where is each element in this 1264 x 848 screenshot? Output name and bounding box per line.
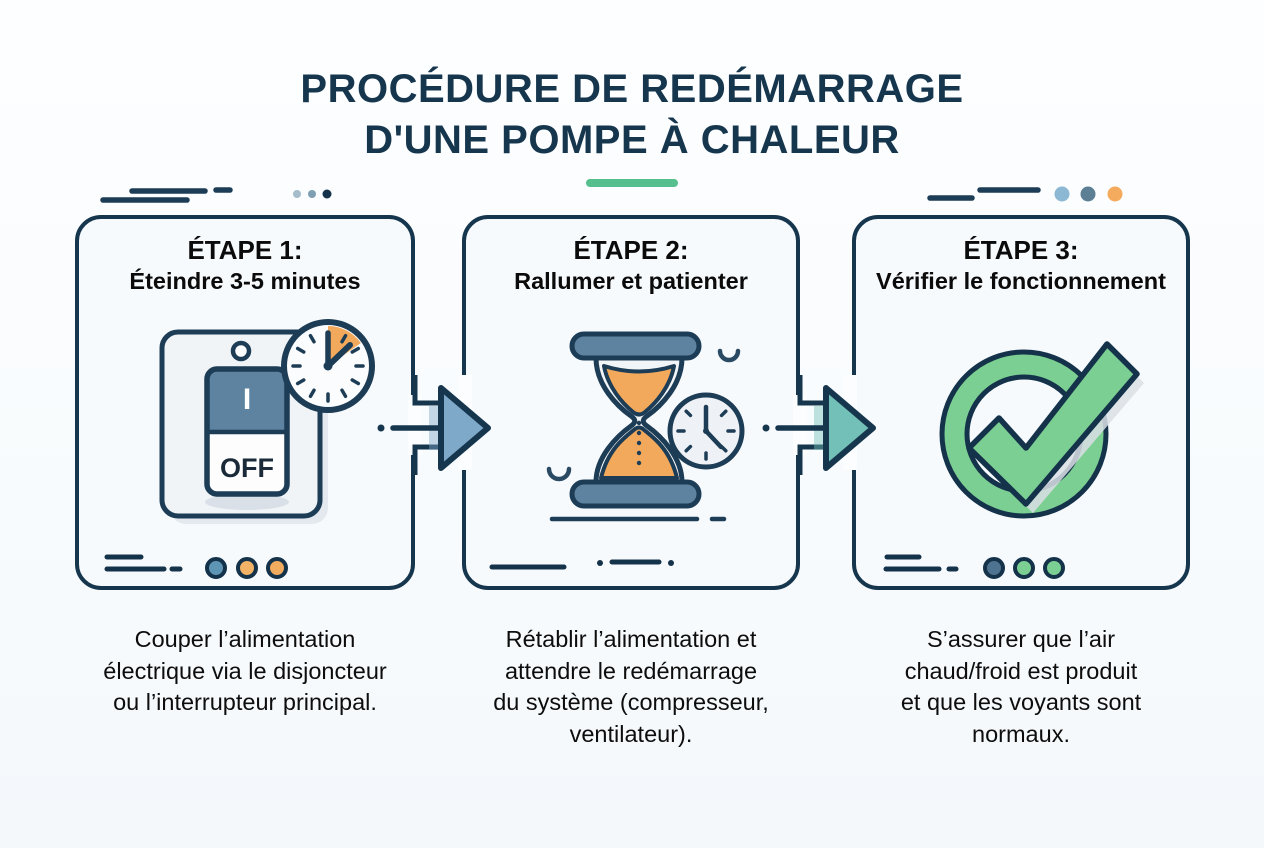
switch-off-label: OFF — [220, 453, 274, 483]
sparkle-arc-icon — [546, 466, 572, 482]
card-2-footer-decoration — [489, 559, 674, 570]
step-2-heading: ÉTAPE 2: — [573, 235, 689, 265]
card-1-footer-decoration — [104, 554, 288, 579]
step-1-header: ÉTAPE 1: Éteindre 3-5 minutes — [79, 219, 411, 296]
step-2-description: Rétablir l’alimentation et attendre le r… — [493, 626, 769, 747]
timer-clock-icon — [281, 319, 375, 413]
step-3-card: ÉTAPE 3: Vérifier le fonctionnement — [852, 215, 1190, 590]
step-1-heading: ÉTAPE 1: — [187, 235, 303, 265]
clock-icon — [667, 392, 745, 470]
arrow-right-icon — [762, 375, 876, 475]
switch-on-label: I — [243, 383, 251, 416]
step-3-description: S’assurer que l’air chaud/froid est prod… — [900, 626, 1142, 747]
check-circle-icon — [939, 341, 1144, 519]
step-3-heading: ÉTAPE 3: — [963, 235, 1079, 265]
step-1-subheading: Éteindre 3-5 minutes — [129, 268, 361, 294]
decorative-lines-dots-left — [100, 187, 332, 203]
step-2-subheading: Rallumer et patienter — [514, 268, 748, 294]
step-2-header: ÉTAPE 2: Rallumer et patienter — [466, 219, 796, 296]
decorative-lines-dots-right — [927, 186, 1123, 202]
step-2-card: ÉTAPE 2: Rallumer et patienter — [462, 215, 800, 590]
hourglass-icon — [546, 331, 745, 522]
step-3-subheading: Vérifier le fonctionnement — [876, 268, 1166, 294]
page-title: PROCÉDURE DE REDÉMARRAGE D'UNE POMPE À C… — [300, 67, 964, 162]
arrow-right-icon — [377, 375, 491, 475]
step-1-card: ÉTAPE 1: Éteindre 3-5 minutes I OFF — [75, 215, 415, 590]
card-3-footer-decoration — [883, 554, 1065, 579]
step-3-header: ÉTAPE 3: Vérifier le fonctionnement — [856, 219, 1186, 296]
power-switch-off-icon: I OFF — [159, 319, 375, 524]
sparkle-arc-icon — [717, 348, 741, 363]
title-underline-accent — [586, 179, 678, 187]
step-1-description: Couper l’alimentation électrique via le … — [103, 626, 387, 715]
